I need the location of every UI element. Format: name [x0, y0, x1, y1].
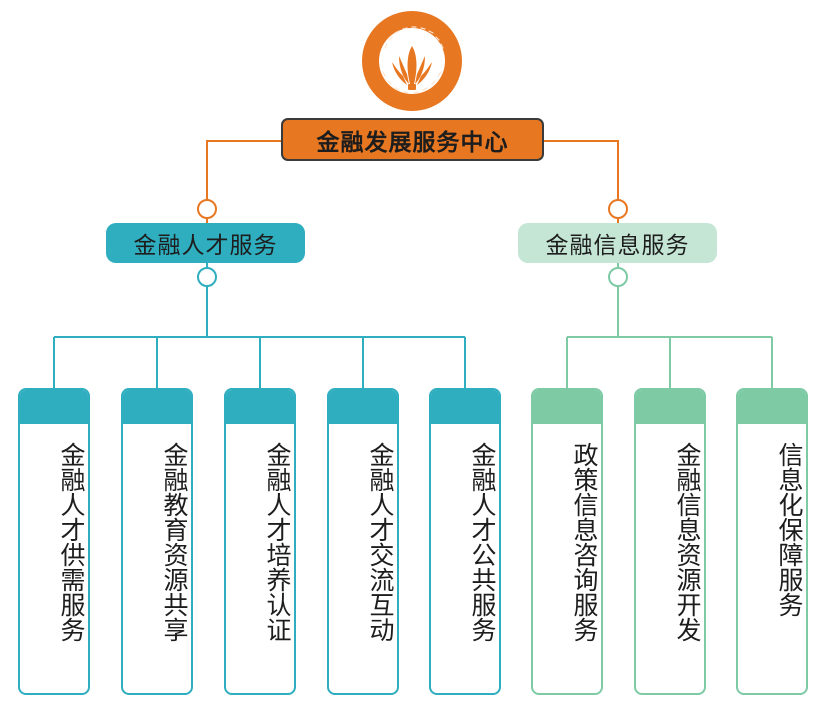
- branch-node-info-services: 金融信息服务: [518, 223, 717, 263]
- leaf-node-label: 政策信息咨询服务: [570, 442, 599, 642]
- leaf-node-label: 金融人才培养认证: [263, 442, 292, 642]
- leaf-node-talent-training-certification: 金融人才培养认证: [224, 388, 296, 695]
- leaf-node-cap: [123, 390, 191, 424]
- leaf-node-cap: [431, 390, 499, 424]
- connector-node-info: [608, 267, 628, 287]
- leaf-node-label: 金融人才交流互动: [366, 442, 395, 642]
- leaf-node-talent-public-services: 金融人才公共服务: [429, 388, 501, 695]
- leaf-node-cap: [533, 390, 601, 424]
- root-node: 金融发展服务中心: [281, 118, 544, 161]
- leaf-node-talent-supply-demand: 金融人才供需服务: [18, 388, 90, 695]
- leaf-node-cap: [20, 390, 88, 424]
- connector-node-root-right: [608, 199, 628, 219]
- connector-node-talent: [197, 267, 217, 287]
- connector-node-root-left: [197, 199, 217, 219]
- leaf-node-education-resource-sharing: 金融教育资源共享: [121, 388, 193, 695]
- leaf-node-it-support: 信息化保障服务: [736, 388, 808, 695]
- branch-node-label: 金融人才服务: [133, 233, 278, 259]
- leaf-node-cap: [226, 390, 294, 424]
- branch-node-label: 金融信息服务: [545, 233, 690, 259]
- leaf-node-talent-exchange: 金融人才交流互动: [327, 388, 399, 695]
- connector-root-right: [544, 140, 619, 200]
- leaf-node-info-resource-development: 金融信息资源开发: [634, 388, 706, 695]
- leaf-node-label: 金融教育资源共享: [160, 442, 189, 642]
- connector-root-left: [206, 140, 281, 200]
- leaf-node-label: 金融人才供需服务: [57, 442, 86, 642]
- branch-node-talent-services: 金融人才服务: [106, 223, 305, 263]
- leaf-node-label: 金融信息资源开发: [673, 442, 702, 642]
- center-logo-icon: [362, 11, 462, 111]
- leaf-node-policy-consulting: 政策信息咨询服务: [531, 388, 603, 695]
- leaf-node-cap: [738, 390, 806, 424]
- leaf-node-label: 金融人才公共服务: [468, 442, 497, 642]
- leaf-node-label: 信息化保障服务: [775, 442, 804, 617]
- root-node-label: 金融发展服务中心: [316, 129, 509, 156]
- leaf-node-cap: [636, 390, 704, 424]
- leaf-node-cap: [329, 390, 397, 424]
